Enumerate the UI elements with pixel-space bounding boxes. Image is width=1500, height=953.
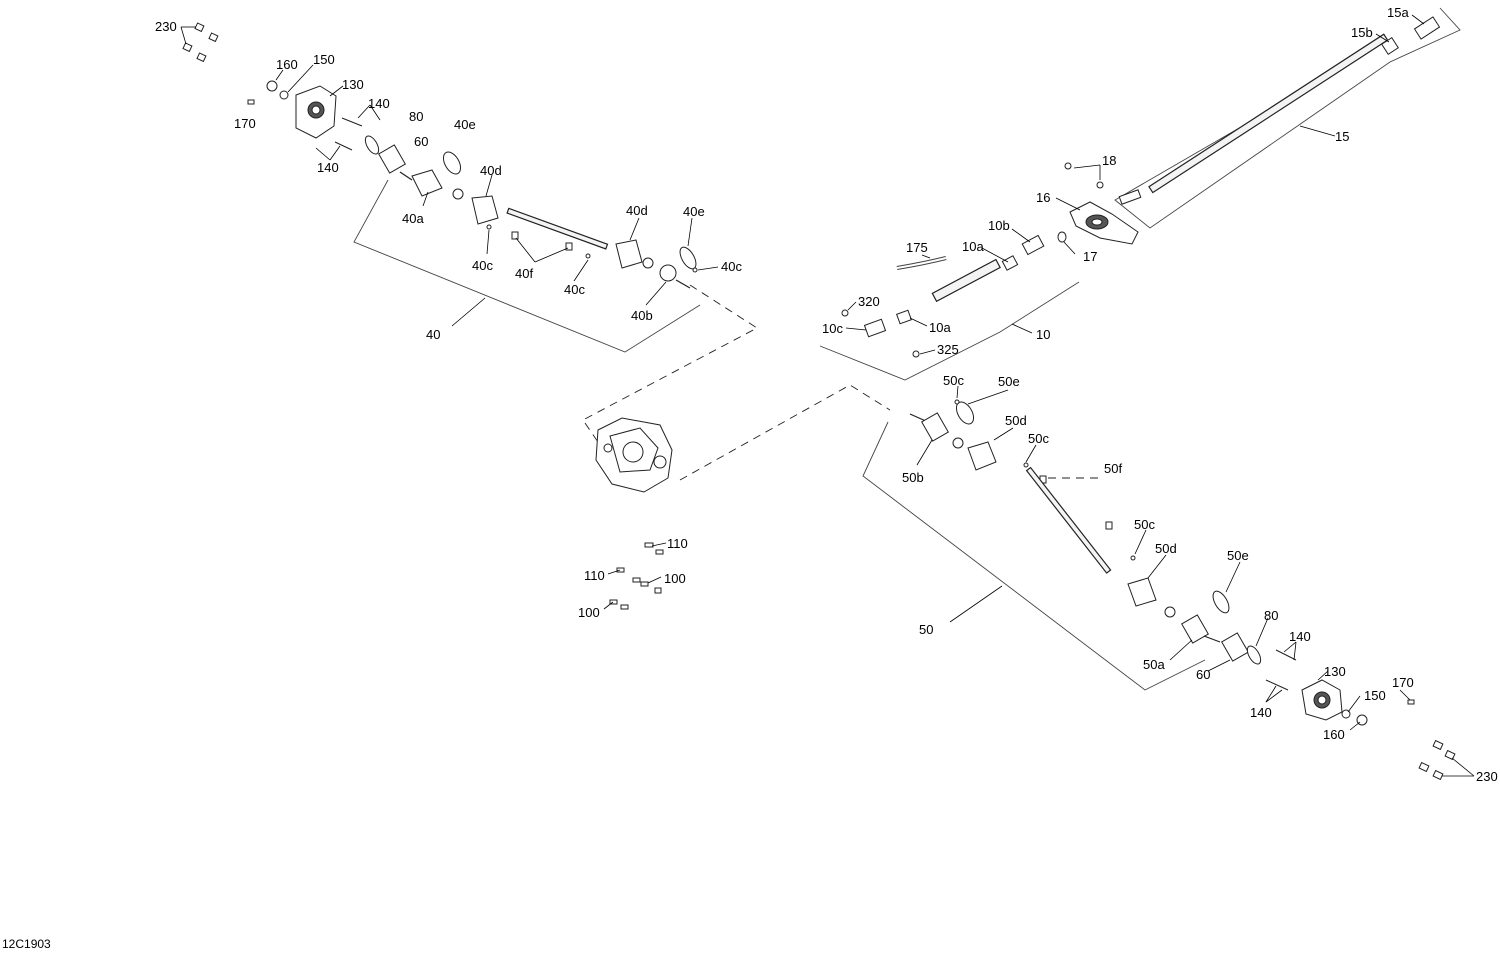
group-50-bracket: [862, 421, 1206, 691]
label-40e-lower: 40e: [683, 204, 705, 219]
label-50f: 50f: [1104, 461, 1122, 476]
label-60-right: 60: [1196, 667, 1210, 682]
label-15a: 15a: [1387, 5, 1409, 20]
label-40c-left: 40c: [472, 258, 493, 273]
label-130-left: 130: [342, 77, 364, 92]
label-40d-upper: 40d: [480, 163, 502, 178]
label-100-right: 100: [664, 571, 686, 586]
label-80-left: 80: [409, 109, 423, 124]
label-325: 325: [937, 342, 959, 357]
label-40d-lower: 40d: [626, 203, 648, 218]
label-230-bottom-right: 230: [1476, 769, 1498, 784]
label-50d-upper: 50d: [1005, 413, 1027, 428]
label-80-right: 80: [1264, 608, 1278, 623]
left-drive-shaft-40: [364, 135, 719, 306]
group-40-bracket: [353, 179, 701, 353]
label-50b: 50b: [902, 470, 924, 485]
label-50c-middle: 50c: [1028, 431, 1049, 446]
label-170-left: 170: [234, 116, 256, 131]
label-10a-lower: 10a: [929, 320, 951, 335]
dashed-connectors: [582, 284, 1100, 481]
label-110-left: 110: [584, 568, 605, 583]
lug-nuts-bottom-right: [1418, 739, 1475, 781]
front-differential-gearbox: [595, 417, 673, 493]
right-wheel-hub: [1265, 641, 1415, 731]
gearbox-mounting-hardware: [603, 542, 667, 610]
label-50: 50: [919, 622, 933, 637]
label-40b: 40b: [631, 308, 653, 323]
label-17: 17: [1083, 249, 1097, 264]
label-140-right-upper: 140: [1289, 629, 1311, 644]
label-18: 18: [1102, 153, 1116, 168]
label-140-left-upper: 140: [368, 96, 390, 111]
callout-labels: 230 160 150 130 170 140 140 80 60 40e 40…: [2, 5, 1498, 951]
label-50e-upper: 50e: [998, 374, 1020, 389]
label-50e-lower: 50e: [1227, 548, 1249, 563]
label-50d-lower: 50d: [1155, 541, 1177, 556]
label-150-right: 150: [1364, 688, 1386, 703]
label-40f: 40f: [515, 266, 533, 281]
right-drive-shaft-50: [909, 385, 1269, 672]
label-230-top-left: 230: [155, 19, 177, 34]
label-50c-upper: 50c: [943, 373, 964, 388]
lug-nuts-top-left: [180, 22, 219, 63]
label-10: 10: [1036, 327, 1050, 342]
label-140-left-lower: 140: [317, 160, 339, 175]
center-bearing-support: [1055, 162, 1139, 255]
label-160-left: 160: [276, 57, 298, 72]
label-40a: 40a: [402, 211, 424, 226]
label-40e-upper: 40e: [454, 117, 476, 132]
label-320: 320: [858, 294, 880, 309]
label-40c-middle: 40c: [564, 282, 585, 297]
label-130-right: 130: [1324, 664, 1346, 679]
label-160-right: 160: [1323, 727, 1345, 742]
label-10a-upper: 10a: [962, 239, 984, 254]
center-propeller-shaft-10: [841, 228, 1045, 358]
label-40: 40: [426, 327, 440, 342]
label-10b: 10b: [988, 218, 1010, 233]
label-140-right-lower: 140: [1250, 705, 1272, 720]
group-15-bracket: [1114, 7, 1461, 229]
label-60-left: 60: [414, 134, 428, 149]
diagram-reference-code: 12C1903: [2, 937, 51, 951]
label-170-right: 170: [1392, 675, 1414, 690]
label-110-right: 110: [667, 536, 688, 551]
label-40c-right: 40c: [721, 259, 742, 274]
label-50a: 50a: [1143, 657, 1165, 672]
label-100-left: 100: [578, 605, 600, 620]
label-150-left: 150: [313, 52, 335, 67]
label-15: 15: [1335, 129, 1349, 144]
rear-propeller-shaft-15: [1118, 14, 1441, 205]
label-15b: 15b: [1351, 25, 1373, 40]
label-50c-lower: 50c: [1134, 517, 1155, 532]
group-10-bracket: [819, 281, 1080, 381]
left-wheel-hub: [247, 64, 381, 161]
label-16: 16: [1036, 190, 1050, 205]
label-175: 175: [906, 240, 928, 255]
label-10c: 10c: [822, 321, 843, 336]
